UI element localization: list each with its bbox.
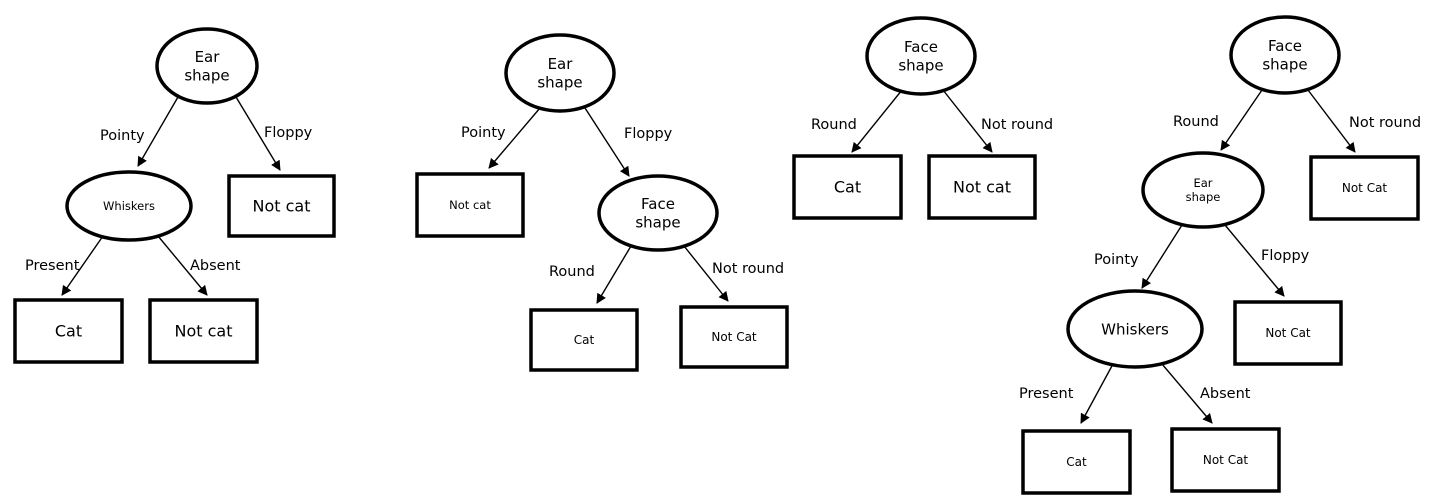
edge-arrow-absent <box>157 235 208 296</box>
node-label: Cat <box>1066 455 1087 469</box>
edge-label-floppy: Floppy <box>264 125 313 141</box>
edge-arrow-floppy <box>584 107 630 177</box>
decision-node-ellipse <box>1229 15 1341 95</box>
decision-node-ellipse <box>865 16 977 96</box>
edge-label-round: Round <box>1173 114 1219 130</box>
decision-node-whiskers: Whiskers <box>65 170 193 242</box>
leaf-node-not-cat: Not cat <box>927 154 1037 220</box>
leaf-node-box <box>679 305 789 369</box>
decision-node-ellipse <box>1141 151 1265 229</box>
edge-label-pointy: Pointy <box>1094 252 1139 268</box>
node-label: Not Cat <box>1265 326 1311 340</box>
node-label: Not cat <box>953 178 1011 197</box>
node-label: Not cat <box>175 322 233 341</box>
edge-label-floppy: Floppy <box>624 126 673 142</box>
leaf-node-box <box>1021 429 1132 495</box>
node-label: Not Cat <box>1342 181 1388 195</box>
leaf-node-box <box>415 172 525 238</box>
leaf-node-not-cat: Not cat <box>227 174 336 238</box>
edge-arrow-pointy <box>137 96 179 167</box>
node-label: Not cat <box>449 198 491 212</box>
decision-node-ellipse <box>1066 289 1204 369</box>
decision-node-ellipse <box>597 174 719 252</box>
leaf-node-not-cat: Not Cat <box>1170 427 1281 493</box>
leaf-node-box <box>13 298 124 364</box>
leaf-node-not-cat: Not cat <box>415 172 525 238</box>
leaf-node-cat: Cat <box>792 154 903 220</box>
leaf-node-not-cat: Not Cat <box>1309 155 1420 221</box>
edge-arrow-present <box>1080 363 1114 424</box>
leaf-node-box <box>1170 427 1281 493</box>
edge-arrow-not-round <box>1307 89 1356 153</box>
edge-label-absent: Absent <box>1200 386 1251 402</box>
edge-label-not-round: Not round <box>981 117 1053 133</box>
node-label: Cat <box>55 322 82 341</box>
decision-node-ellipse <box>65 170 193 242</box>
node-label: Whiskers <box>103 199 155 213</box>
decision-node-whiskers: Whiskers <box>1066 289 1204 369</box>
decision-node-ellipse <box>504 33 616 113</box>
edge-label-round: Round <box>549 264 595 280</box>
edge-label-pointy: Pointy <box>461 125 506 141</box>
leaf-node-box <box>1233 300 1343 366</box>
node-label: Cat <box>834 178 861 197</box>
leaf-node-box <box>792 154 903 220</box>
leaf-node-not-cat: Not cat <box>148 298 259 364</box>
leaf-node-box <box>148 298 259 364</box>
edge-arrow-present <box>61 235 104 296</box>
node-label: Not Cat <box>1203 453 1249 467</box>
edge-arrow-not-round <box>683 245 729 302</box>
edge-arrow-absent <box>1161 363 1213 424</box>
edge-arrow-floppy <box>1224 224 1285 297</box>
edge-arrow-not-round <box>942 89 993 153</box>
edge-label-absent: Absent <box>190 258 241 274</box>
node-label: Not Cat <box>711 330 757 344</box>
edge-label-round: Round <box>811 117 857 133</box>
leaf-node-box <box>1309 155 1420 221</box>
edge-arrow-round <box>1220 89 1263 151</box>
edge-label-present: Present <box>1019 386 1074 402</box>
leaf-node-box <box>227 174 336 238</box>
edge-label-pointy: Pointy <box>100 128 145 144</box>
leaf-node-cat: Cat <box>13 298 124 364</box>
edge-label-not-round: Not round <box>1349 115 1421 131</box>
edge-arrow-round <box>596 245 632 304</box>
edge-arrow-pointy <box>488 107 541 169</box>
leaf-node-not-cat: Not Cat <box>679 305 789 369</box>
edge-arrow-round <box>851 89 903 153</box>
node-label: Cat <box>574 333 595 347</box>
decision-node-ellipse <box>155 27 259 105</box>
node-label: Not cat <box>253 197 311 216</box>
leaf-node-box <box>927 154 1037 220</box>
edge-arrow-floppy <box>235 96 281 171</box>
edges-layer <box>61 89 1356 424</box>
edge-arrow-pointy <box>1141 224 1183 289</box>
node-label: Whiskers <box>1101 320 1169 338</box>
edge-label-present: Present <box>25 258 80 274</box>
edge-label-not-round: Not round <box>712 261 784 277</box>
leaf-node-not-cat: Not Cat <box>1233 300 1343 366</box>
leaf-node-box <box>529 308 639 372</box>
edge-label-floppy: Floppy <box>1261 248 1310 264</box>
leaf-node-cat: Cat <box>1021 429 1132 495</box>
leaf-node-cat: Cat <box>529 308 639 372</box>
